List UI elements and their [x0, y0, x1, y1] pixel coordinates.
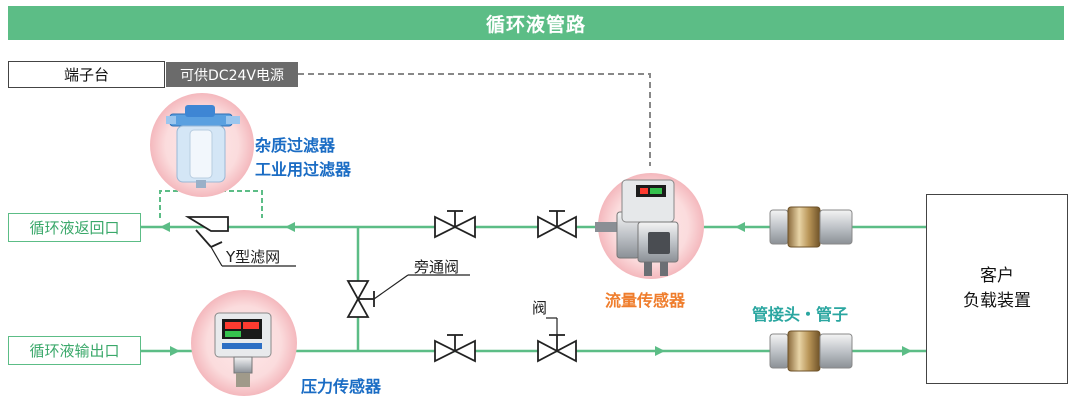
terminal-block: 端子台	[8, 61, 165, 88]
particle-filter-label-line1: 杂质过滤器	[255, 136, 336, 155]
flow-arrow-left	[160, 222, 170, 232]
outlet-port: 循环液输出口	[8, 336, 141, 365]
bypass-valve-label: 旁通阀	[414, 258, 460, 276]
flow-arrow-right	[170, 346, 180, 356]
flow-arrow-left	[735, 222, 745, 232]
valve-symbol	[434, 334, 476, 363]
flow-sensor-label: 流量传感器	[605, 291, 686, 310]
pressure-sensor-label: 压力传感器	[301, 377, 382, 396]
load-device-label: 负载装置	[963, 291, 1031, 311]
return-port: 循环液返回口	[8, 213, 141, 242]
valve-symbol	[434, 210, 476, 239]
page-title: 循环液管路	[8, 6, 1064, 40]
particle-filter-label: 杂质过滤器 工业用过滤器	[255, 134, 351, 182]
flow-sensor-image	[595, 179, 679, 276]
flow-arrow-right	[902, 346, 912, 356]
power-supply-dashed-line	[298, 73, 651, 166]
customer-load-device: 客户 负载装置	[926, 194, 1068, 384]
y-strainer-label: Y型滤网	[226, 248, 281, 266]
fittings-label: 管接头・管子	[752, 305, 849, 324]
valve-symbol	[537, 210, 577, 239]
bypass-valve-symbol	[346, 274, 470, 318]
customer-label: 客户	[980, 266, 1014, 287]
flow-arrow-right	[655, 346, 665, 356]
y-strainer-symbol	[184, 216, 296, 267]
valve-symbol	[537, 317, 577, 363]
pressure-sensor-image	[214, 312, 272, 387]
flow-arrow-left	[285, 222, 295, 232]
fitting-image-top	[769, 206, 853, 248]
fitting-image-bottom	[769, 330, 853, 372]
particle-filter-label-line2: 工业用过滤器	[255, 160, 352, 179]
particle-filter-image	[166, 105, 240, 188]
power-supply-note: 可供DC24V电源	[166, 62, 298, 87]
valve-label: 阀	[532, 299, 548, 317]
